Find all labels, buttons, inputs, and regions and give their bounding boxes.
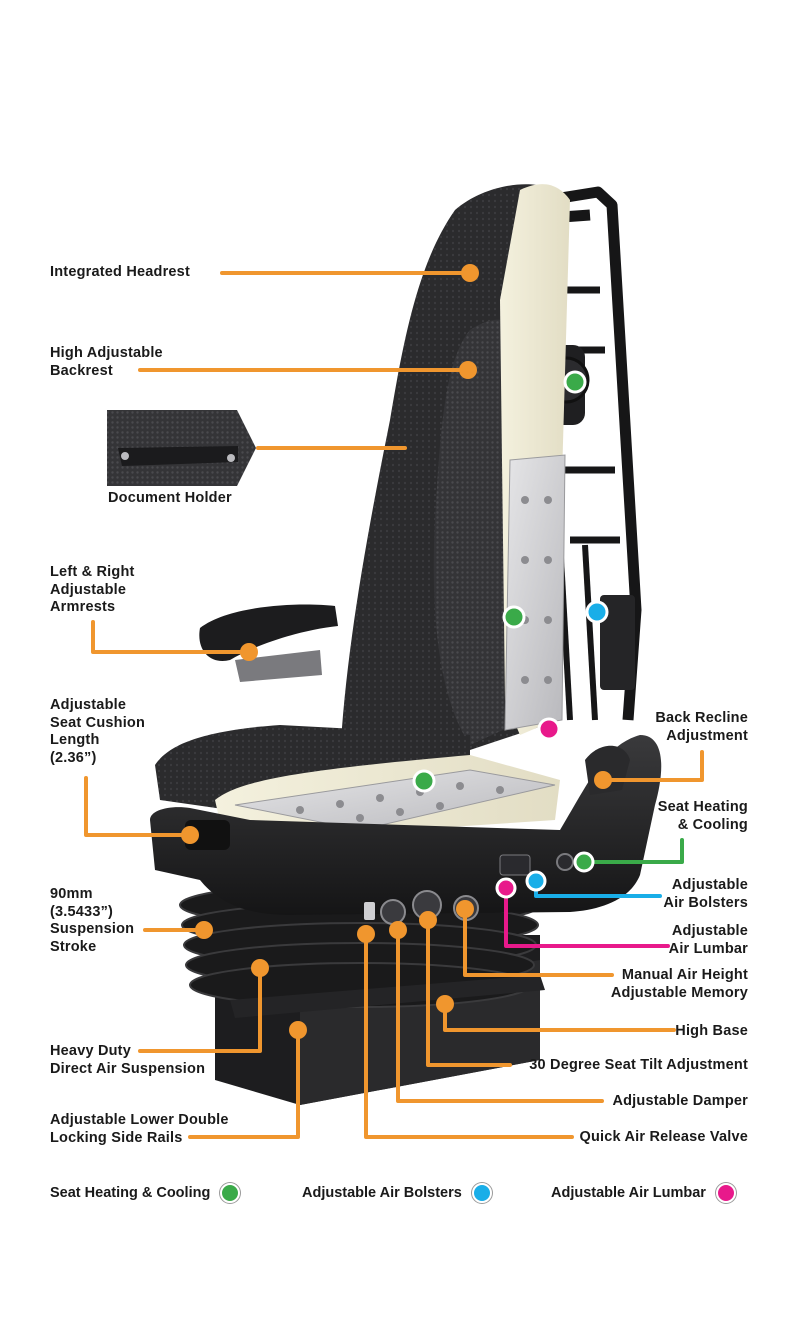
- lumbar-dot-switch: [495, 877, 517, 899]
- label-damper: Adjustable Damper: [612, 1093, 748, 1109]
- label-quick-air-release: Quick Air Release Valve: [579, 1129, 748, 1145]
- label-manual-air-height: Manual Air Height Adjustable Memory: [610, 967, 748, 1001]
- marker-suspension-stroke: [195, 921, 213, 939]
- heating-dot-lumbar: [563, 370, 587, 394]
- marker-backrest: [459, 361, 477, 379]
- backrest: [340, 184, 570, 761]
- legend-item-heating: Seat Heating & Cooling: [50, 1182, 241, 1204]
- legend-dot-blue: [471, 1183, 492, 1203]
- heating-dot-cushion: [412, 769, 436, 793]
- label-suspension-stroke: 90mm (3.5433”) Suspension Stroke: [50, 886, 135, 955]
- marker-high-base: [436, 995, 454, 1013]
- marker-armrest: [240, 643, 258, 661]
- label-air-bolsters: Adjustable Air Bolsters: [663, 877, 748, 911]
- label-armrests: Left & Right Adjustable Armrests: [50, 564, 135, 615]
- label-back-recline: Back Recline Adjustment: [655, 710, 748, 744]
- armrest: [199, 604, 338, 682]
- marker-damper: [389, 921, 407, 939]
- legend-item-bolsters: Adjustable Air Bolsters: [302, 1182, 492, 1204]
- label-high-base: High Base: [675, 1023, 748, 1039]
- label-seat-heating-cooling: Seat Heating & Cooling: [657, 799, 748, 833]
- seat-cushion: [155, 725, 560, 835]
- label-heavy-duty-suspension: Heavy Duty Direct Air Suspension: [50, 1043, 206, 1077]
- legend-item-lumbar: Adjustable Air Lumbar: [551, 1182, 736, 1204]
- label-high-adjustable-backrest: High Adjustable Backrest: [50, 345, 163, 379]
- label-lower-side-rails: Adjustable Lower Double Locking Side Rai…: [50, 1112, 229, 1146]
- marker-back-recline: [594, 771, 612, 789]
- marker-seat-tilt: [419, 911, 437, 929]
- heating-dot-back: [502, 605, 526, 629]
- bolster-dot-back: [585, 600, 609, 624]
- side-rails: [230, 975, 545, 1018]
- marker-air-height: [456, 900, 474, 918]
- legend-label: Adjustable Air Lumbar: [551, 1185, 706, 1201]
- leader-lines: [84, 271, 704, 1139]
- marker-side-rails: [289, 1021, 307, 1039]
- label-air-lumbar: Adjustable Air Lumbar: [668, 923, 748, 957]
- label-integrated-headrest: Integrated Headrest: [50, 264, 190, 280]
- marker-cushion-length: [181, 826, 199, 844]
- document-holder-inset: [107, 410, 256, 486]
- legend-label: Adjustable Air Bolsters: [302, 1185, 462, 1201]
- bolster-dot-switch: [525, 870, 547, 892]
- marker-headrest: [461, 264, 479, 282]
- legend-dot-pink: [715, 1183, 736, 1203]
- air-suspension-bellows: [179, 882, 541, 1008]
- feature-dots: [412, 370, 609, 899]
- lumbar-dot-back: [537, 717, 561, 741]
- marker-quick-release: [357, 925, 375, 943]
- label-seat-tilt: 30 Degree Seat Tilt Adjustment: [529, 1057, 748, 1073]
- marker-suspension: [251, 959, 269, 977]
- legend-dot-green: [220, 1183, 241, 1203]
- heating-dot-switch: [573, 851, 595, 873]
- orange-markers: [181, 264, 612, 1039]
- legend-label: Seat Heating & Cooling: [50, 1185, 211, 1201]
- label-seat-cushion-length: Adjustable Seat Cushion Length (2.36”): [50, 697, 146, 766]
- label-document-holder: Document Holder: [108, 490, 232, 506]
